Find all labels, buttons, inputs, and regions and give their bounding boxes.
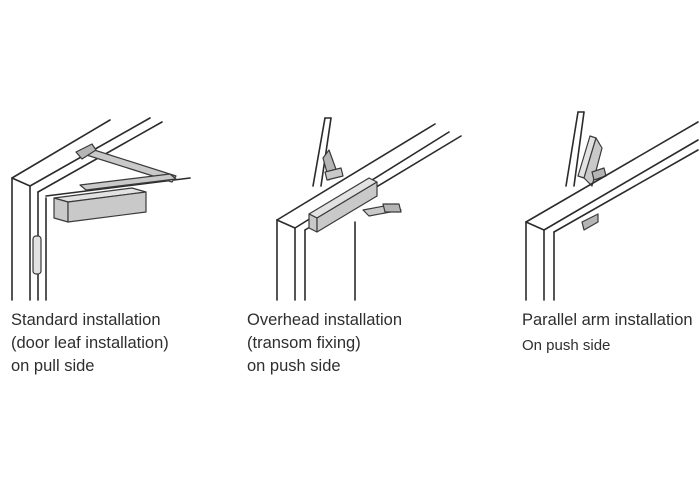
caption-line: (door leaf installation) [11,334,169,352]
frame-outline [525,139,699,231]
frame-outline [553,149,699,233]
caption-line: Overhead installation [247,311,403,329]
panel-overhead-installation: Overhead installation (transom fixing) o… [233,0,466,486]
hinge-icon [32,235,42,275]
panel-parallel-arm-installation: Parallel arm installation On push side [466,0,699,486]
closer-body-side [316,181,378,233]
frame-outline [11,177,31,301]
door-leaf-edge [565,111,579,187]
closer-body-side [67,191,147,223]
caption-line: on push side [247,357,341,375]
frame-outline [276,123,436,221]
door-leaf-edge [45,177,191,197]
slide-rail-bracket [581,213,599,231]
caption-line: (transom fixing) [247,334,361,352]
panel-standard-installation: Standard installation (door leaf install… [0,0,233,486]
frame-outline [11,119,111,179]
frame-bracket [75,143,97,160]
caption-parallel-arm-installation: Parallel arm installation On push side [522,309,693,357]
arm-bracket [382,203,402,213]
caption-standard-installation: Standard installation (door leaf install… [11,309,169,378]
overhead-installation-illustration [276,117,462,301]
closer-body-front [53,197,69,223]
caption-line: On push side [522,337,611,354]
door-leaf-edge [573,111,585,187]
closer-lever [79,173,177,191]
caption-line: Parallel arm installation [522,311,693,329]
door-leaf-edge [320,117,332,187]
parallel-arm-installation-illustration [525,111,699,301]
frame-outline [525,121,699,223]
caption-line: on pull side [11,357,95,375]
door-leaf-edge [312,117,326,187]
closer-body-side [583,137,603,187]
standard-installation-illustration [11,117,191,301]
caption-line: Standard installation [11,311,161,329]
caption-overhead-installation: Overhead installation (transom fixing) o… [247,309,402,378]
leaf-bracket-arm [324,167,344,181]
frame-outline [276,131,450,229]
